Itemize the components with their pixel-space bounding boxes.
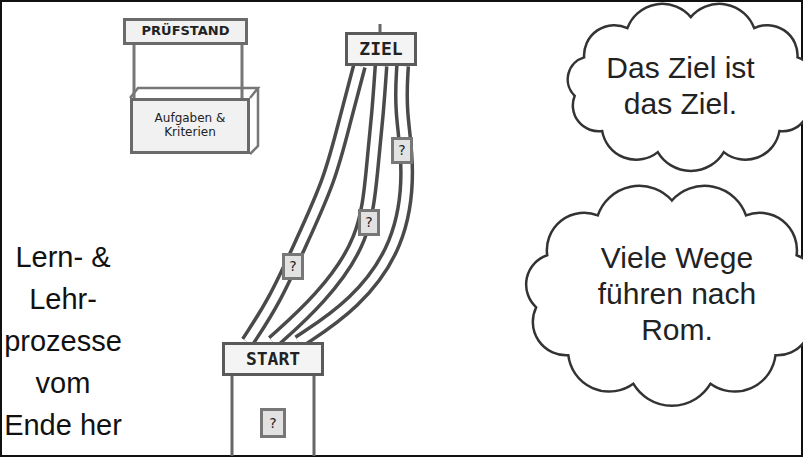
road-edge (299, 66, 407, 342)
road-edge (248, 66, 360, 342)
road-surface (248, 66, 360, 342)
cloud-text: Das Ziel ist das Ziel. (586, 50, 776, 122)
sign-box: ZIEL (345, 32, 417, 66)
road-surface (299, 66, 407, 342)
side-note: Lern- & Lehr- prozesse vom Ende her (0, 236, 126, 446)
sign-box: START (222, 342, 324, 376)
sign-text: ? (289, 258, 296, 274)
road-edge (273, 66, 381, 342)
sign-text: ? (269, 415, 276, 431)
cloud-outline (548, 2, 803, 170)
thought-cloud: Das Ziel ist das Ziel. (548, 2, 803, 170)
sign-box: PRÜFSTAND (123, 18, 248, 45)
sign-box: ? (391, 137, 413, 164)
path-road (248, 66, 360, 342)
cloud-shape (568, 4, 803, 171)
sign-text: ? (398, 142, 405, 158)
sign-post (231, 376, 234, 456)
sign-box: ? (260, 408, 286, 438)
stand-box-depth (130, 88, 258, 154)
path-road (299, 66, 407, 342)
sign-post (313, 376, 316, 456)
sign-box: Aufgaben & Kriterien (130, 98, 250, 154)
sign-text: ZIEL (359, 39, 402, 60)
thought-cloud: Viele Wege führen nach Rom. (505, 180, 803, 408)
sign-box: ? (282, 253, 304, 280)
sign-text: ? (365, 214, 372, 230)
sign-box: ? (358, 209, 380, 236)
sign-text: START (246, 349, 300, 370)
sign-text: Aufgaben & Kriterien (140, 112, 240, 140)
road-surface (273, 66, 381, 342)
sign-post (379, 24, 382, 32)
sign-text: PRÜFSTAND (142, 24, 230, 39)
cloud-shape (526, 186, 803, 406)
cloud-text: Viele Wege führen nach Rom. (577, 240, 777, 348)
path-road (273, 66, 381, 342)
stand-post (241, 44, 244, 98)
